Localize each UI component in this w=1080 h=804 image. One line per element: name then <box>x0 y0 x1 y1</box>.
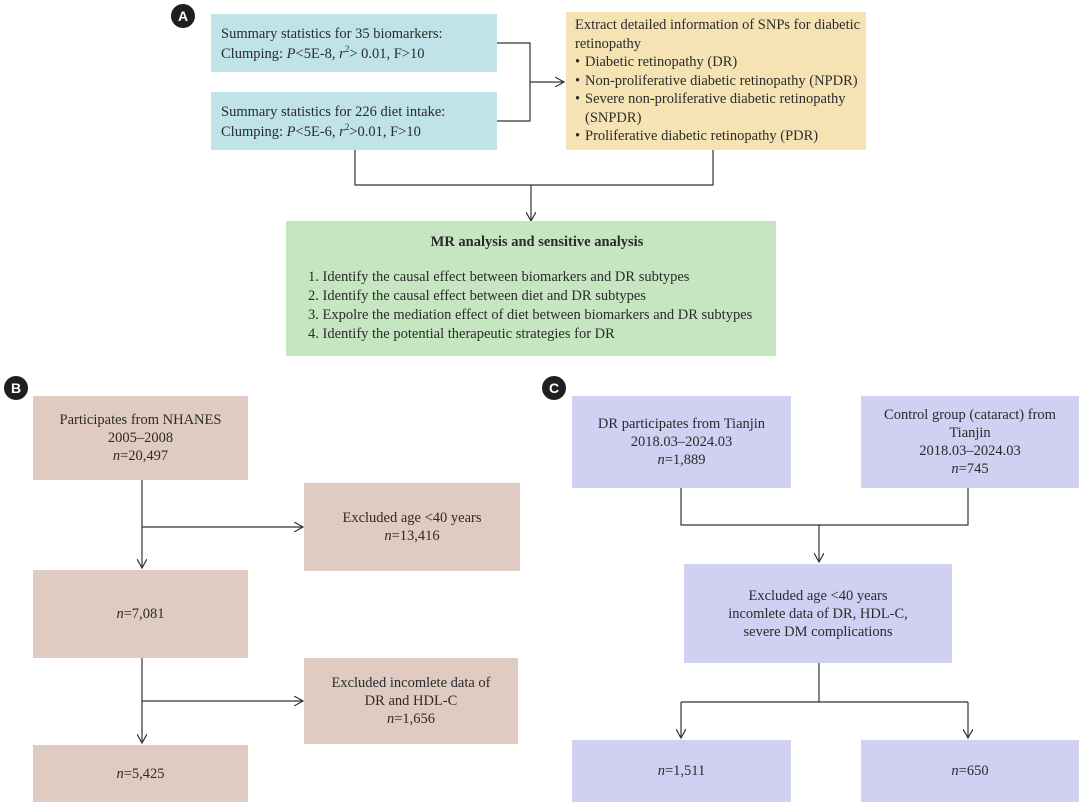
dr-participants-years: 2018.03–2024.03 <box>630 434 733 450</box>
panel-a-badge: A <box>171 4 195 28</box>
nhanes-count: n=20,497 <box>112 448 169 464</box>
nhanes-box: Participates from NHANES 2005–2008 n=20,… <box>33 396 248 480</box>
snps-box: Extract detailed information of SNPs for… <box>566 12 866 150</box>
connector-split-c <box>681 663 968 703</box>
final-control-count: n=650 <box>951 763 989 779</box>
excluded-data-label-2: DR and HDL-C <box>364 693 458 709</box>
mr-step-3: 3. Expolre the mediation effect of diet … <box>308 307 753 323</box>
biomarkers-clumping: Clumping: P<5E-8, r2> 0.01, F>10 <box>221 44 425 62</box>
control-group-count: n=745 <box>951 461 989 477</box>
panel-c-badge: C <box>542 376 566 400</box>
control-group-years: 2018.03–2024.03 <box>919 443 1021 459</box>
excluded-age-count: n=13,416 <box>384 528 440 544</box>
control-group-title-1: Control group (cataract) from <box>884 407 1056 423</box>
excluded-data-box: Excluded incomlete data of DR and HDL-C … <box>304 658 518 744</box>
control-group-box: Control group (cataract) from Tianjin 20… <box>861 396 1079 488</box>
mr-steps: 1. Identify the causal effect between bi… <box>308 268 766 344</box>
exclusion-criteria-box: Excluded age <40 years incomlete data of… <box>684 564 952 663</box>
mr-title: MR analysis and sensitive analysis <box>430 234 644 250</box>
snps-title-2: retinopathy <box>575 35 642 52</box>
nhanes-title: Participates from NHANES <box>59 412 222 428</box>
excluded-age-label: Excluded age <40 years <box>342 510 482 526</box>
mid-count-box: n=7,081 <box>33 570 248 658</box>
final-control-box: n=650 <box>861 740 1079 802</box>
connector-merge-c <box>680 488 969 526</box>
final-count: n=5,425 <box>116 765 165 782</box>
dr-participants-title: DR participates from Tianjin <box>597 416 766 432</box>
connector-diet <box>497 82 531 122</box>
diet-title: Summary statistics for 226 diet intake: <box>221 104 446 120</box>
diet-box: Summary statistics for 226 diet intake: … <box>211 92 497 150</box>
diet-clumping: Clumping: P<5E-6, r2>0.01, F>10 <box>221 122 421 140</box>
snps-list: Diabetic retinopathy (DR) Non-proliferat… <box>575 53 858 146</box>
mid-count: n=7,081 <box>116 606 165 622</box>
mr-analysis-box: MR analysis and sensitive analysis 1. Id… <box>286 221 776 356</box>
snps-title-1: Extract detailed information of SNPs for… <box>575 17 861 33</box>
exclusion-criteria-3: severe DM complications <box>743 623 893 640</box>
mr-step-4: 4. Identify the potential therapeutic st… <box>308 326 615 342</box>
connector-biomarkers <box>497 42 531 82</box>
dr-participants-count: n=1,889 <box>657 452 706 468</box>
connector-merge-a <box>354 150 714 186</box>
excluded-data-count: n=1,656 <box>386 711 436 727</box>
snps-item-dr: Diabetic retinopathy (DR) <box>575 53 858 72</box>
excluded-data-label-1: Excluded incomlete data of <box>331 675 491 691</box>
excluded-age-box: Excluded age <40 years n=13,416 <box>304 483 520 571</box>
snps-item-snpdr: Severe non-proliferative diabetic retino… <box>575 90 858 127</box>
biomarkers-title: Summary statistics for 35 biomarkers: <box>221 26 443 42</box>
mr-step-2: 2. Identify the causal effect between di… <box>308 288 646 304</box>
exclusion-criteria-1: Excluded age <40 years <box>748 587 888 604</box>
nhanes-years: 2005–2008 <box>107 430 174 446</box>
biomarkers-box: Summary statistics for 35 biomarkers: Cl… <box>211 14 497 72</box>
mr-step-1: 1. Identify the causal effect between bi… <box>308 269 690 285</box>
exclusion-criteria-2: incomlete data of DR, HDL-C, <box>728 605 908 622</box>
panel-b-badge: B <box>4 376 28 400</box>
final-dr-box: n=1,511 <box>572 740 791 802</box>
final-count-box: n=5,425 <box>33 745 248 802</box>
snps-item-pdr: Proliferative diabetic retinopathy (PDR) <box>575 127 858 146</box>
dr-participants-box: DR participates from Tianjin 2018.03–202… <box>572 396 791 488</box>
final-dr-count: n=1,511 <box>657 763 706 779</box>
snps-item-npdr: Non-proliferative diabetic retinopathy (… <box>575 72 858 91</box>
control-group-title-2: Tianjin <box>949 425 991 441</box>
